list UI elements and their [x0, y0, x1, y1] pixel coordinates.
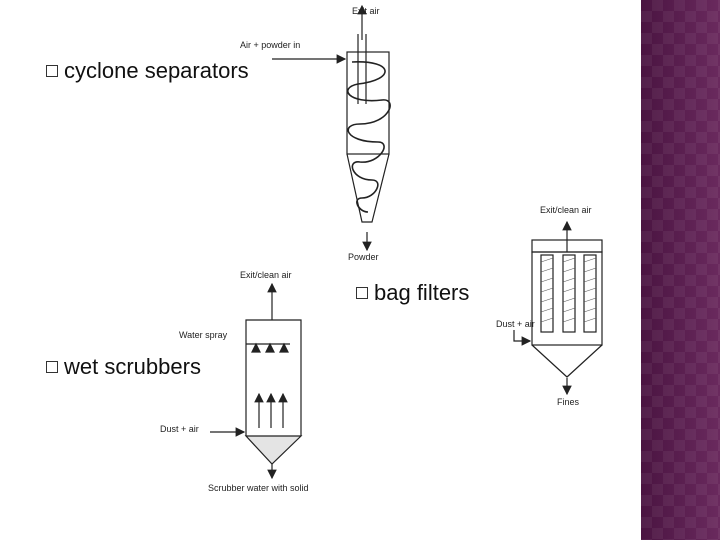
bag-exit-label: Exit/clean air	[540, 205, 592, 215]
bag-filter-diagram	[513, 220, 603, 396]
bullet-bag-filters: bag filters	[356, 280, 469, 306]
filter-bag	[540, 254, 554, 333]
scrubber-exit-label: Exit/clean air	[240, 270, 292, 280]
cyclone-spiral-path	[346, 61, 391, 213]
bullet-text: wet scrubbers	[64, 354, 201, 379]
bullet-cyclone-separators: cyclone separators	[46, 58, 249, 84]
cyclone-exit-label: Exit air	[352, 6, 380, 16]
spray-nozzle	[279, 342, 289, 353]
cyclone-cone	[346, 153, 390, 223]
bag-outlet-label: Fines	[557, 397, 580, 407]
cyclone-diagram	[272, 4, 391, 252]
bullet-wet-scrubbers: wet scrubbers	[46, 354, 201, 380]
bag-filter-hopper	[531, 344, 603, 378]
decorative-side-band	[641, 0, 720, 540]
bullet-text: cyclone separators	[64, 58, 249, 83]
wet-scrubber-diagram	[210, 282, 303, 480]
filter-bag	[583, 254, 597, 333]
scrubber-column	[245, 319, 302, 436]
bullet-box-icon	[46, 65, 58, 77]
scrubber-inlet-label: Dust + air	[160, 424, 199, 434]
bag-inlet-arrow	[513, 330, 532, 346]
scrubber-sump	[244, 435, 303, 465]
cyclone-outlet-label: Powder	[348, 252, 379, 262]
filter-bag	[562, 254, 576, 333]
spray-nozzle	[265, 342, 275, 353]
bullet-box-icon	[356, 287, 368, 299]
bullet-box-icon	[46, 361, 58, 373]
spray-nozzle	[251, 342, 261, 353]
scrubber-outlet-label: Scrubber water with solid	[208, 483, 309, 493]
bag-inlet-label: Dust + air	[496, 319, 535, 329]
bullet-text: bag filters	[374, 280, 470, 305]
scrubber-spray-label: Water spray	[179, 330, 228, 340]
bag-filter-housing	[531, 251, 603, 346]
cyclone-inlet-label: Air + powder in	[240, 40, 300, 50]
